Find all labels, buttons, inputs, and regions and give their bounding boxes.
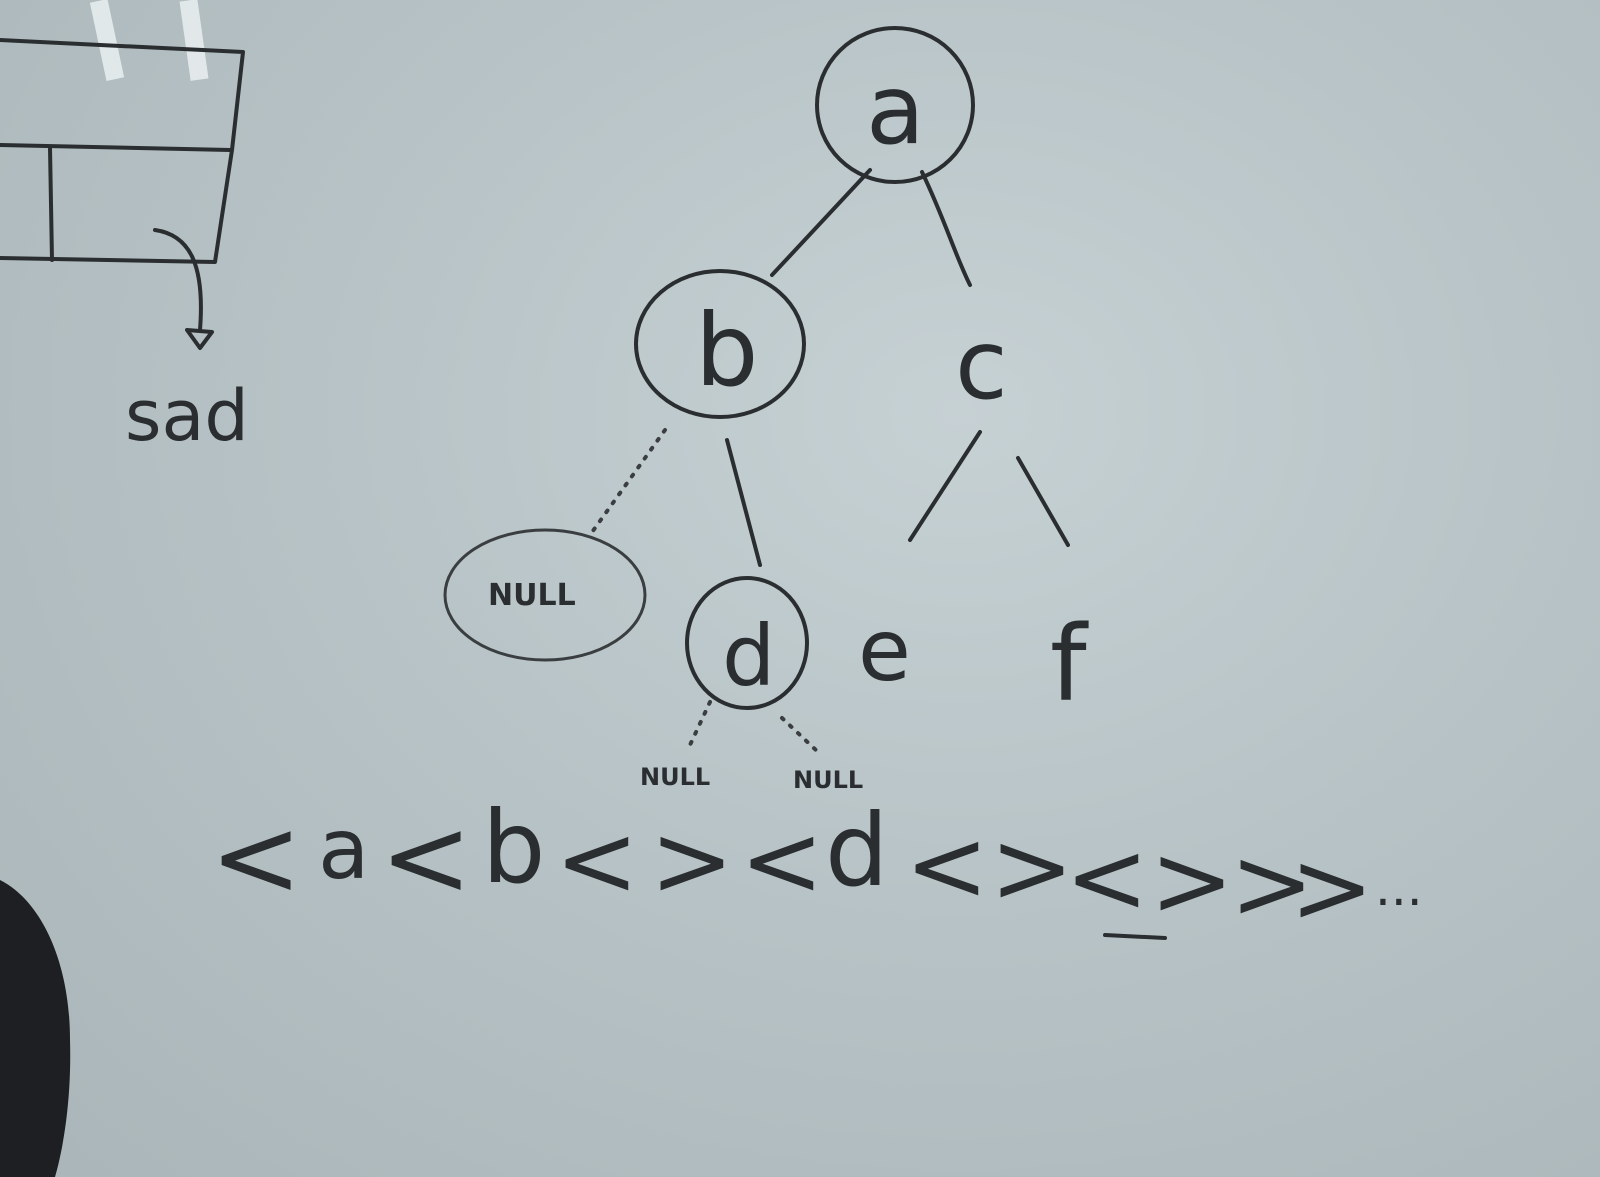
encoding-underline [1103,933,1167,940]
list-node-box [0,38,245,264]
encoding-seg-13: > [1290,829,1374,946]
node-label-a: a [866,54,925,166]
encoding-seg-0: < [210,793,302,921]
null-label-d-left: NULL [640,763,710,791]
encoding-seg-2: < [380,793,472,921]
tree-node-b: b [634,269,806,419]
encoding-seg-4: < [555,802,639,919]
edge-c-e [908,430,982,542]
encoding-seg-3: b [482,789,545,906]
tree-edges [588,168,1070,754]
edge-d-null-right [780,716,820,754]
node-label-d: d [722,607,775,705]
node-label-c: c [955,309,1008,421]
tree-node-a: a [815,26,975,184]
encoding-seg-9: > [990,809,1074,926]
encoding-seg-5: > [650,802,734,919]
edge-a-c [920,170,972,287]
encoding-seg-6: < [740,802,824,919]
tree-node-d: d [685,576,809,710]
list-pointer-arrow [153,228,214,350]
edge-c-f [1016,456,1070,547]
edge-b-null [588,428,667,537]
edge-a-b [770,168,872,277]
light-glare [89,0,209,81]
encoding-ellipsis: ... [1375,859,1423,917]
node-label-b: b [695,292,758,409]
list-label-sad: sad [125,375,249,457]
null-label-d-right: NULL [793,766,863,794]
encoding-seg-7: d [825,792,888,909]
edge-d-null-left [688,700,712,747]
null-label-b: NULL [488,578,576,613]
encoding-seg-1: a [318,800,369,898]
edge-b-d [725,438,762,567]
node-label-f: f [1050,603,1089,725]
encoding-seg-8: < [905,807,989,924]
encoding-seg-11: > [1150,822,1234,939]
node-label-e: e [858,601,911,701]
foreground-shadow [0,880,71,1177]
tree-encoding: < a < b < > < d < > < > > > ... [210,789,1423,946]
encoding-seg-12: > [1230,825,1314,942]
null-node-left-of-b: NULL [443,528,647,662]
encoding-seg-10: < [1065,819,1149,936]
